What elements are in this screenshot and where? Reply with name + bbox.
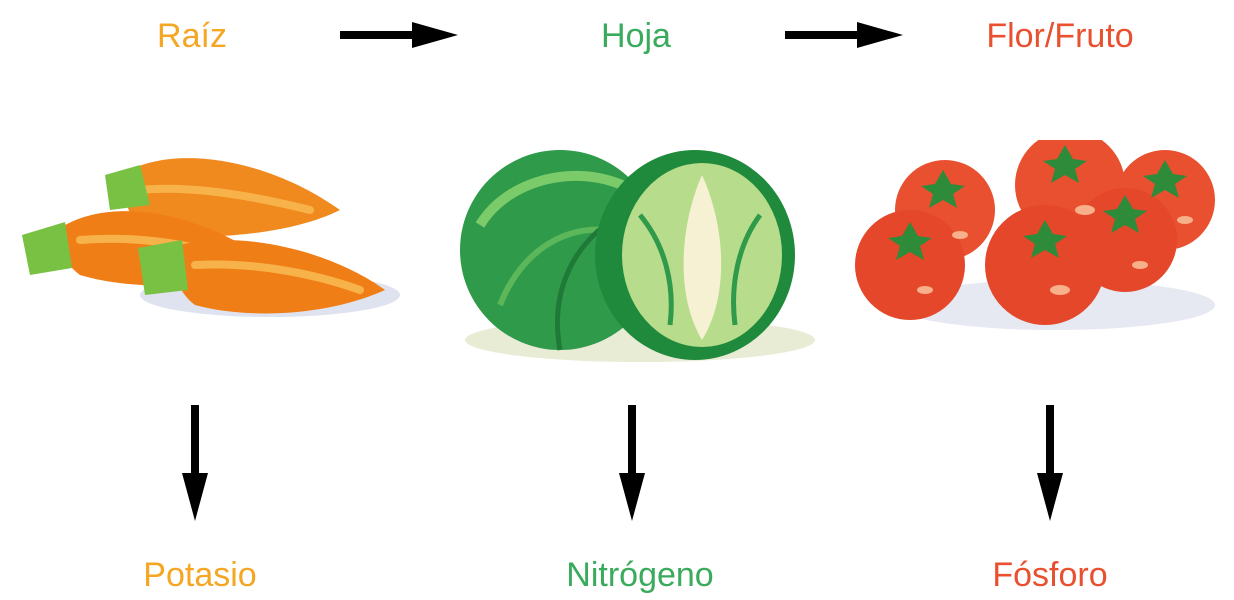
arrow-raiz-to-hoja xyxy=(340,22,460,48)
stage-label-hoja: Hoja xyxy=(556,16,716,56)
stage-label-raiz: Raíz xyxy=(112,16,272,56)
arrow-raiz-down xyxy=(180,405,210,523)
arrow-hoja-down xyxy=(617,405,647,523)
nutrient-label-nitrogeno: Nitrógeno xyxy=(530,555,750,595)
tomatoes-illustration xyxy=(855,140,1225,360)
arrow-hoja-to-flor xyxy=(785,22,905,48)
carrots-illustration xyxy=(10,140,405,360)
stage-label-flor-fruto: Flor/Fruto xyxy=(960,16,1160,56)
nutrient-label-potasio: Potasio xyxy=(100,555,300,595)
cabbage-illustration xyxy=(440,135,830,370)
arrow-flor-down xyxy=(1035,405,1065,523)
nutrient-label-fosforo: Fósforo xyxy=(950,555,1150,595)
